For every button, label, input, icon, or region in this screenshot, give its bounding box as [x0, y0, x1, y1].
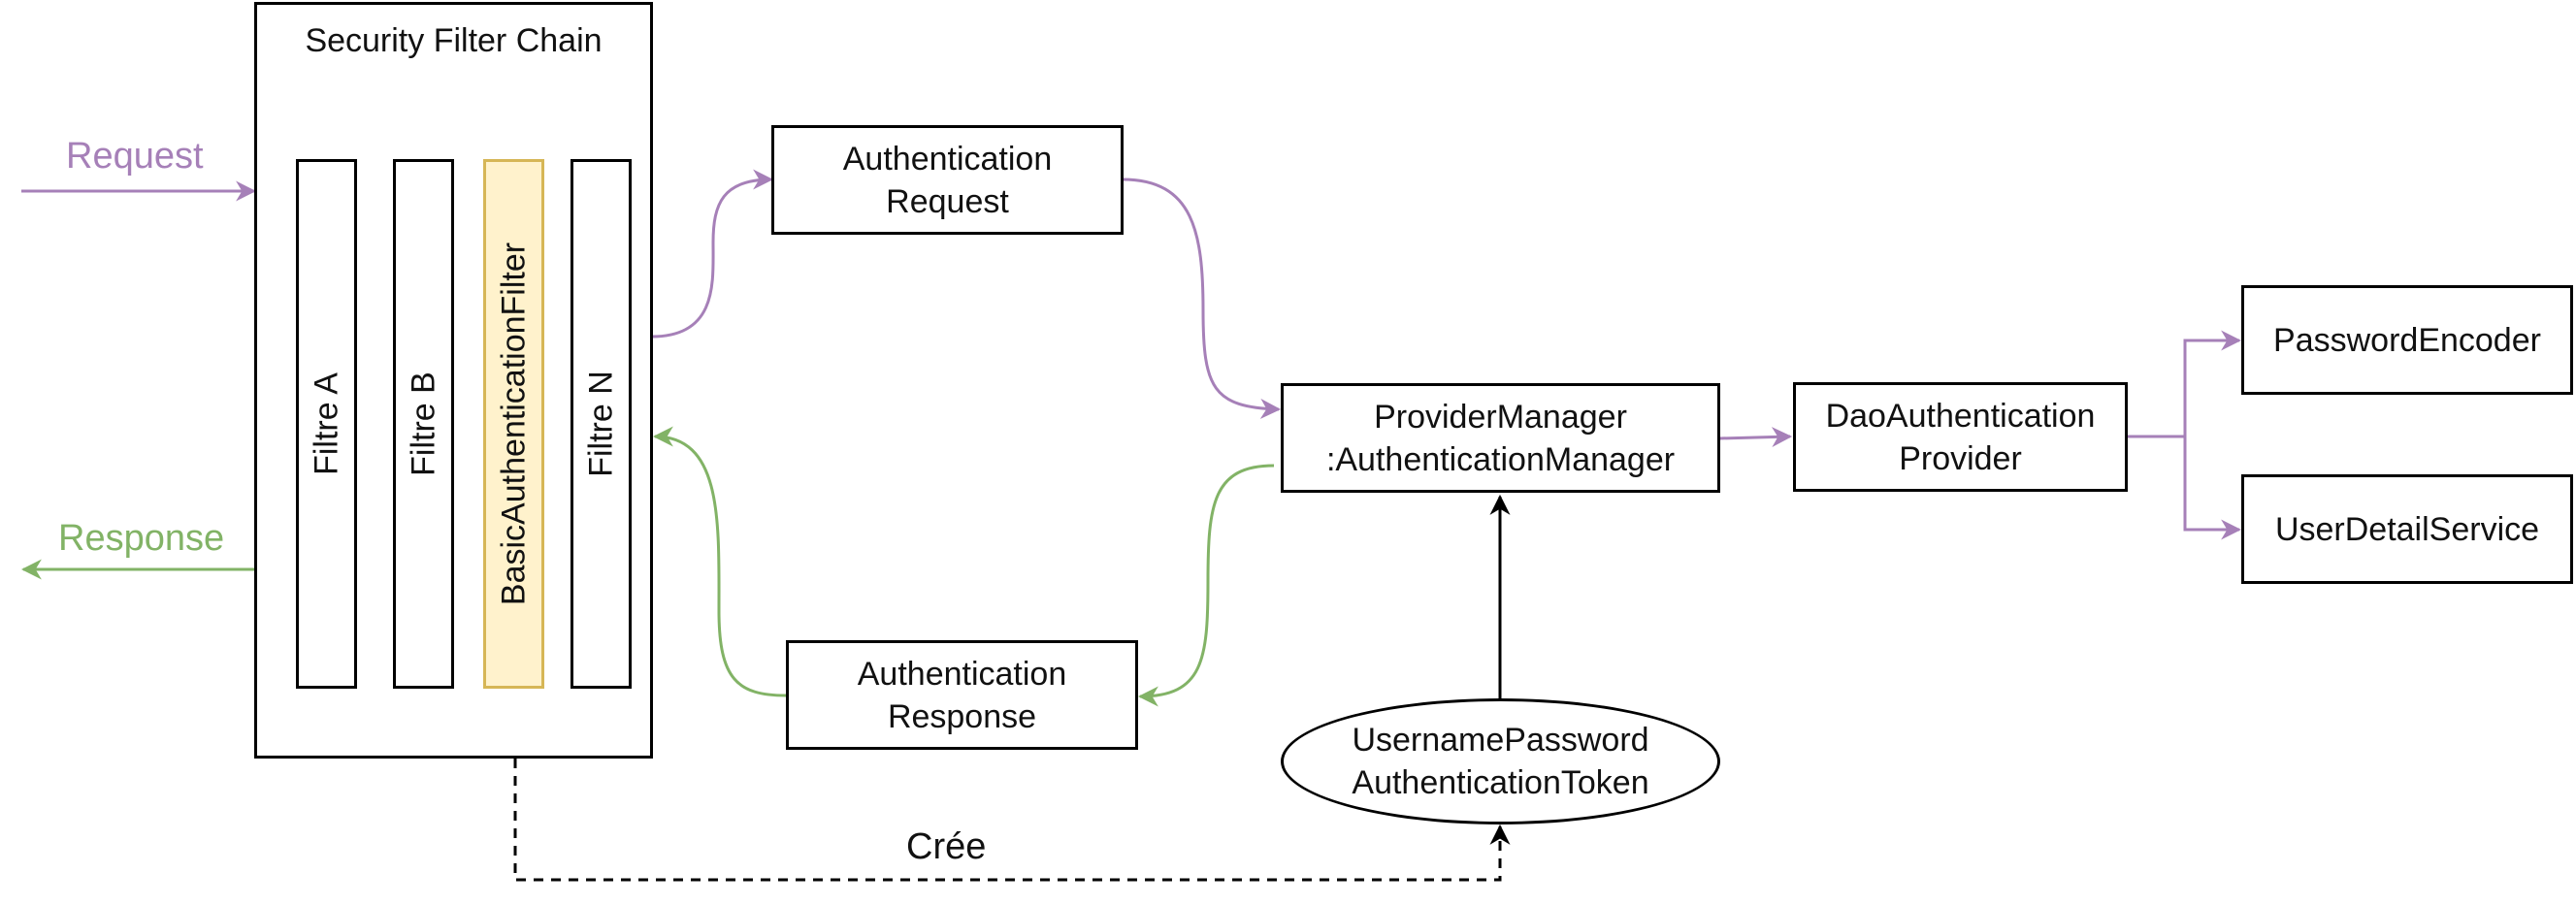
basic-authentication-filter-label: BasicAuthenticationFilter [495, 242, 532, 606]
security-filter-chain-title: Security Filter Chain [305, 22, 603, 59]
password-encoder-box: PasswordEncoder [2241, 285, 2573, 395]
filter-b-label: Filtre B [405, 372, 441, 476]
password-encoder-label: PasswordEncoder [2273, 321, 2541, 359]
auth-request-to-provider-edge [1122, 178, 1282, 419]
provider-to-dao-edge [1718, 427, 1793, 448]
user-detail-service-label: UserDetailService [2274, 510, 2540, 548]
filter-n-label: Filtre N [582, 371, 619, 477]
authentication-request-label: Authentication Request [842, 140, 1053, 220]
filter-a: Filtre A [296, 159, 357, 689]
authentication-response-box: Authentication Response [786, 640, 1138, 750]
request-label: Request [66, 136, 204, 177]
creates-label: Crée [906, 826, 987, 867]
authentication-request-box: Authentication Request [771, 125, 1124, 235]
username-password-token-label: UsernamePassword AuthenticationToken [1352, 722, 1649, 801]
user-detail-service-box: UserDetailService [2241, 474, 2573, 584]
dao-authentication-provider-label: DaoAuthentication Provider [1825, 397, 2096, 477]
dao-to-user-detail-service-edge [2127, 435, 2242, 540]
filter-n: Filtre N [571, 159, 632, 689]
dao-to-password-encoder-edge [2127, 330, 2242, 438]
filter-a-label: Filtre A [308, 372, 344, 475]
provider-manager-box: ProviderManager :AuthenticationManager [1281, 383, 1720, 493]
provider-to-auth-response-edge [1137, 464, 1275, 707]
chain-to-auth-request-edge [651, 169, 774, 339]
filter-creates-token-edge [513, 689, 1511, 882]
username-password-token-ellipse: UsernamePassword AuthenticationToken [1281, 698, 1720, 824]
provider-manager-label: ProviderManager :AuthenticationManager [1325, 398, 1676, 478]
basic-authentication-filter: BasicAuthenticationFilter [483, 159, 544, 689]
authentication-response-label: Authentication Response [857, 655, 1067, 735]
auth-response-to-chain-edge [652, 426, 787, 697]
dao-authentication-provider-box: DaoAuthentication Provider [1793, 382, 2128, 492]
filter-b: Filtre B [393, 159, 454, 689]
response-label: Response [58, 518, 225, 559]
